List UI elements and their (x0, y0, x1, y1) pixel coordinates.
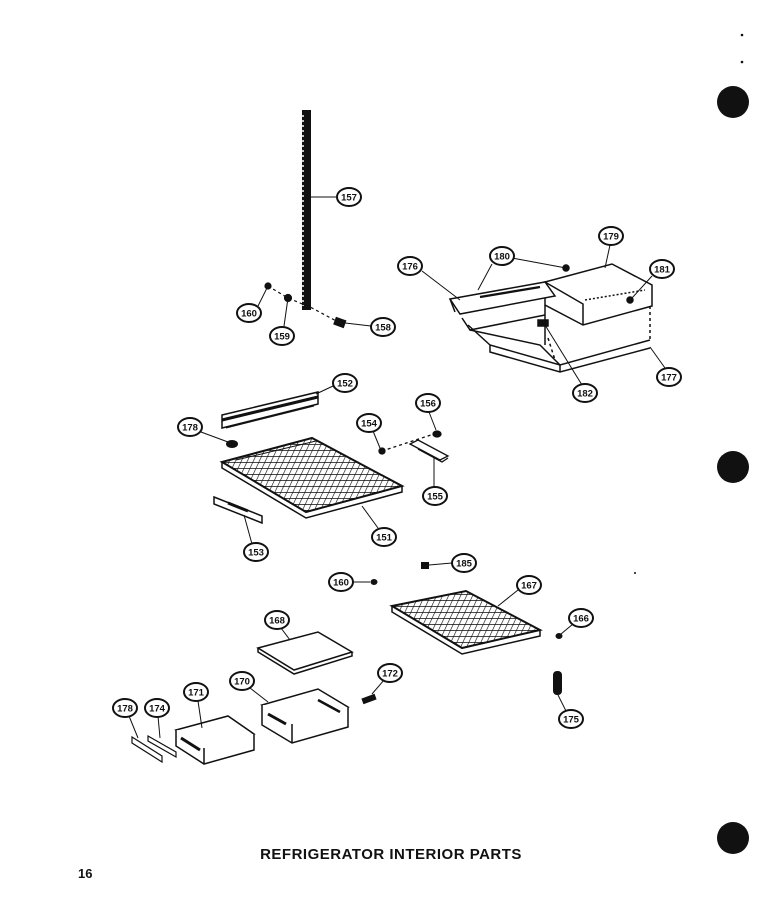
callout-174: 174 (144, 698, 170, 739)
svg-text:160: 160 (241, 309, 257, 320)
callout-178-bottom: 178 (112, 698, 139, 739)
callout-180: 180 (477, 246, 567, 291)
svg-text:159: 159 (274, 332, 290, 343)
svg-text:185: 185 (456, 559, 473, 570)
callout-153: 153 (243, 514, 269, 562)
svg-text:180: 180 (494, 252, 510, 263)
svg-text:178: 178 (117, 704, 133, 715)
shelf-rail-153 (213, 495, 263, 525)
svg-text:168: 168 (269, 616, 285, 627)
callout-151: 151 (361, 505, 397, 547)
callout-166: 166 (560, 608, 594, 635)
svg-text:153: 153 (248, 548, 264, 559)
trim-strips (131, 734, 177, 764)
upper-cabinet-assembly (448, 263, 653, 373)
callout-172: 172 (371, 663, 403, 695)
callout-155: 155 (422, 458, 448, 506)
svg-text:171: 171 (188, 688, 205, 699)
svg-text:176: 176 (402, 262, 418, 273)
callout-157: 157 (311, 187, 362, 207)
svg-text:179: 179 (603, 232, 619, 243)
shelf-clip-185 (421, 562, 453, 569)
callout-181: 181 (631, 259, 675, 299)
svg-text:156: 156 (420, 399, 436, 410)
callout-160: 160 (236, 285, 269, 323)
svg-text:157: 157 (341, 193, 357, 204)
callout-185: 185 (451, 553, 477, 573)
binder-hole-top (717, 86, 749, 118)
svg-text:178: 178 (182, 423, 198, 434)
svg-text:172: 172 (382, 669, 398, 680)
svg-text:151: 151 (376, 533, 393, 544)
diagram-caption: REFRIGERATOR INTERIOR PARTS (260, 846, 522, 863)
page-number: 16 (78, 866, 93, 881)
callout-175: 175 (557, 694, 584, 729)
nut-166 (555, 633, 563, 639)
crisper-cover-168 (256, 631, 354, 675)
svg-text:182: 182 (577, 389, 593, 400)
svg-text:160: 160 (333, 578, 349, 589)
gasket-175 (553, 671, 562, 695)
pin-172 (361, 693, 377, 705)
callout-179: 179 (598, 226, 624, 269)
wire-shelf-167 (389, 589, 543, 655)
svg-text:154: 154 (361, 419, 378, 430)
svg-text:158: 158 (375, 323, 391, 334)
callout-177: 177 (649, 346, 682, 387)
svg-text:167: 167 (521, 581, 537, 592)
grommet-160 (370, 579, 378, 585)
callout-152: 152 (315, 373, 358, 395)
svg-text:166: 166 (573, 614, 589, 625)
callout-176: 176 (397, 256, 461, 301)
callout-154: 154 (356, 413, 382, 449)
callout-156: 156 (415, 393, 441, 431)
callout-171: 171 (183, 682, 209, 729)
speck (740, 60, 744, 64)
bracket-hardware (378, 430, 450, 463)
glass-shelf-151 (219, 436, 405, 519)
callout-167: 167 (497, 575, 542, 607)
svg-text:177: 177 (661, 373, 677, 384)
speck (740, 33, 744, 37)
drawer-171 (174, 715, 256, 765)
callout-170: 170 (229, 671, 269, 703)
svg-text:175: 175 (563, 715, 580, 726)
binder-hole-bottom (717, 822, 749, 854)
callout-168: 168 (264, 610, 291, 641)
svg-text:152: 152 (337, 379, 353, 390)
callout-159: 159 (269, 297, 295, 346)
shelf-rail-152 (221, 391, 319, 429)
svg-text:181: 181 (654, 265, 671, 276)
callout-178-top: 178 (177, 417, 229, 443)
clip-178 (226, 440, 238, 448)
svg-text:155: 155 (427, 492, 444, 503)
callout-182: 182 (544, 324, 598, 403)
callout-160-lower: 160 (328, 572, 370, 592)
svg-text:174: 174 (149, 704, 166, 715)
speck (634, 572, 636, 574)
callout-158: 158 (344, 317, 396, 337)
crisper-170 (260, 688, 350, 744)
binder-hole-middle (717, 451, 749, 483)
svg-text:170: 170 (234, 677, 250, 688)
shelf-ladder-157 (302, 110, 311, 310)
